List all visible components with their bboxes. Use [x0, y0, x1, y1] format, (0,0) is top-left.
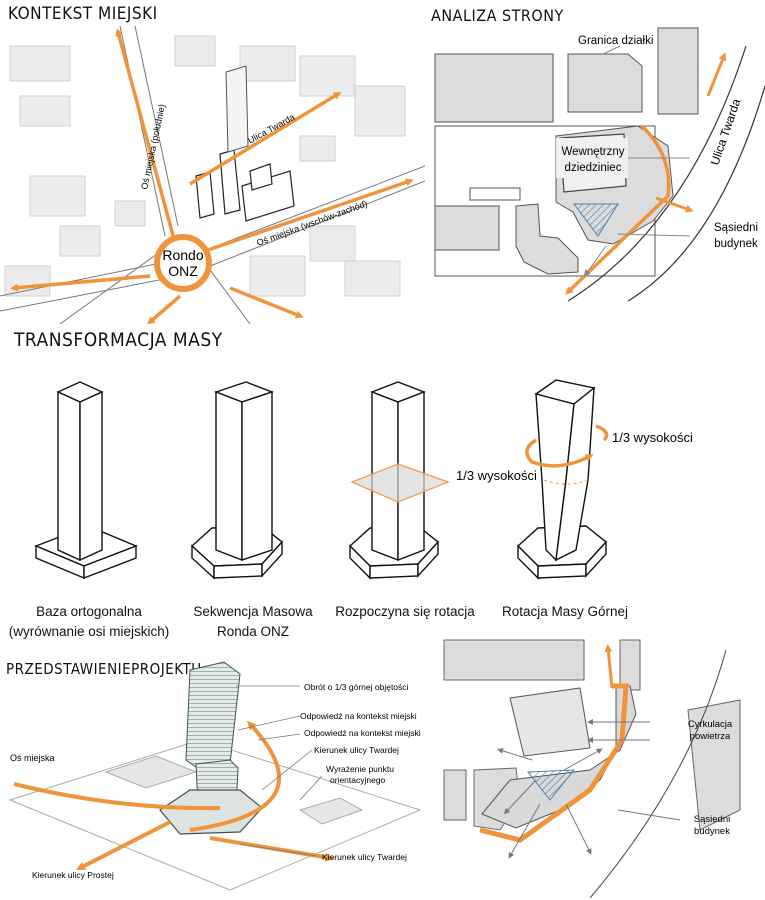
leader-lines: [583, 45, 691, 277]
air-neighbor-label-2: budynek: [694, 826, 730, 837]
onz-label: ONZ: [168, 263, 198, 279]
prosta-direction-label: Kierunek ulicy Prostej: [32, 870, 114, 880]
tall-tower: [225, 65, 249, 153]
circulation-label-2: powietrza: [690, 731, 731, 742]
neighbor-label-2: budynek: [714, 238, 758, 250]
road-edge-2: [627, 85, 765, 302]
rotation-label: Obrót o 1/3 górnej objętości: [304, 682, 409, 692]
rotation-arrow-left: [525, 438, 594, 468]
caption-step-4: Rotacja Masy Górnej: [490, 602, 640, 622]
response-label-1: Odpowiedź na kontekst miejski: [300, 711, 417, 721]
air-courtyard: [509, 687, 591, 757]
air-perimeter: [479, 683, 629, 843]
air-circulation-map: Cyrkulacja powietrza Sąsiedni budynek: [443, 639, 741, 898]
project-axonometric: Obrót o 1/3 górnej objętości Odpowiedź n…: [8, 661, 422, 891]
hatched-courtyard: [573, 203, 619, 237]
massing-diagrams: 1/3 wysokości 1/3 wysokości: [34, 379, 693, 580]
caption-step-2-line1: Sekwencja Masowa: [193, 604, 313, 619]
project-heading: PRZEDSTAWIENIEPROJEKTU: [6, 660, 202, 678]
twarda-direction-label-2: Kierunek ulicy Twardej: [322, 852, 407, 862]
prosta-arrow: [75, 820, 171, 871]
cut-plane: [350, 463, 450, 503]
landmark-label-1: Wyrażenie punktu: [326, 764, 394, 774]
road-edge: [567, 45, 747, 302]
tower-upper-rotation: [516, 379, 608, 580]
air-neighbor-label-1: Sąsiedni: [694, 814, 730, 825]
caption-step-1-line1: Baza ortogonalna: [36, 604, 142, 619]
twarda-street-label: Ulica Twarda: [708, 97, 744, 167]
city-blocks: [4, 35, 406, 297]
caption-step-2-line2: Ronda ONZ: [216, 624, 290, 639]
caption-step-1-line2: (wyrównanie osi miejskich): [8, 624, 170, 639]
twarda-direction-label-1: Kierunek ulicy Twardej: [314, 745, 399, 755]
air-hatched-courtyard: [527, 769, 576, 801]
caption-step-4-line1: Rotacja Masy Górnej: [501, 604, 629, 619]
landmark-label-2: orientacyjnego: [330, 775, 386, 785]
massing-heading: TRANSFORMACJA MASY: [14, 329, 223, 351]
courtyard-label-2: dziedziniec: [565, 162, 622, 174]
twarda-arrow-1: [189, 720, 281, 832]
site-analysis-map: Granica działki Wewnętrzny dziedziniec U…: [434, 27, 765, 302]
site-heading: ANALIZA STRONY: [431, 6, 564, 25]
upper-tower: [185, 661, 241, 771]
twarda-arrow: [706, 52, 727, 97]
tower-orthogonal: [34, 381, 138, 580]
caption-step-3: Rozpoczyna się rotacja: [330, 602, 480, 622]
context-block-1: [104, 755, 198, 789]
east-arrow: [655, 196, 694, 213]
urban-axis-label: Oś miejska: [10, 753, 55, 763]
twarda-label: Ulica Twarda: [246, 112, 296, 146]
small-annex: [469, 187, 521, 201]
courtyard-label-1: Wewnętrzny: [561, 146, 624, 158]
street-edge-arrow: [565, 124, 671, 295]
site-buildings: [195, 149, 295, 222]
air-north-arrow: [604, 644, 614, 689]
caption-step-1: Baza ortogonalna (wyrównanie osi miejski…: [0, 602, 178, 642]
air-road: [589, 649, 727, 898]
neighbor-label-1: Sąsiedni: [714, 222, 758, 234]
context-heading: KONTEKST MIEJSKI: [8, 4, 158, 24]
urban-context-map: Rondo ONZ Oś miejska (południe) Ulica Tw…: [0, 26, 425, 324]
air-neighbor-blocks: [443, 639, 741, 831]
urban-axes: [10, 28, 414, 324]
project-leaders: [236, 685, 323, 857]
third-height-label-b: 1/3 wysokości: [612, 430, 693, 445]
circulation-label-1: Cyrkulacja: [688, 719, 733, 730]
axis-south-label: Oś miejska (południe): [139, 103, 167, 190]
neighbor-blocks: [434, 27, 699, 275]
urban-axis-arrow: [13, 782, 221, 811]
third-height-label-a: 1/3 wysokości: [456, 468, 537, 483]
rondo-onz-circle: [154, 234, 212, 292]
ground-plane: [8, 739, 422, 891]
context-block-2: [298, 797, 364, 825]
rondo-label: Rondo: [162, 247, 203, 263]
caption-step-3-line1: Rozpoczyna się rotacja: [335, 604, 475, 619]
courtyard-label-bg: [556, 138, 628, 178]
rotation-arrow-right: [595, 424, 609, 442]
caption-step-2: Sekwencja Masowa Ronda ONZ: [178, 602, 328, 642]
response-label-2: Odpowiedź na kontekst miejski: [304, 728, 421, 738]
air-arrows: [497, 719, 681, 859]
tower-sequence: [190, 381, 284, 580]
plot-boundary-label: Granica działki: [578, 35, 653, 47]
